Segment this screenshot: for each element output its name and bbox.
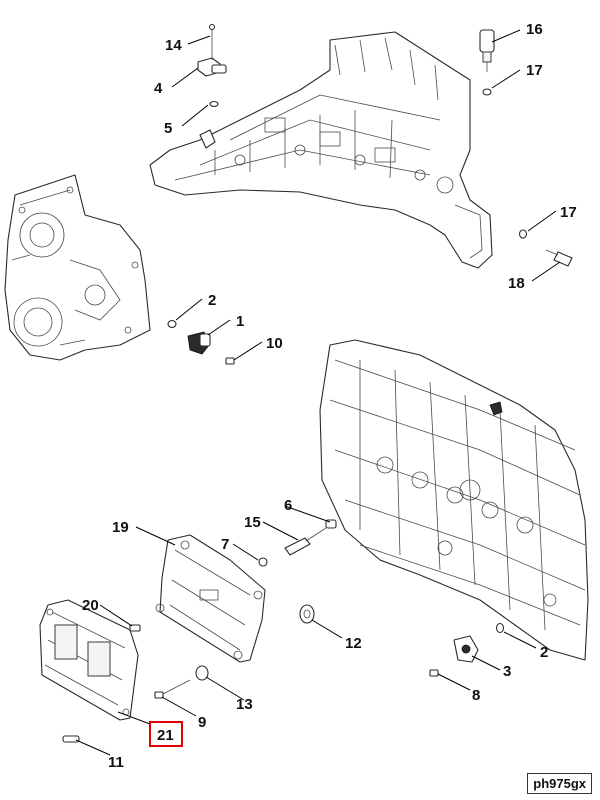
callout-4: 4 xyxy=(154,80,163,97)
seal-2-right xyxy=(495,622,505,634)
sensor-1 xyxy=(187,331,211,355)
callout-18: 18 xyxy=(508,275,525,292)
sensor-18 xyxy=(545,249,573,267)
callout-7: 7 xyxy=(221,536,229,553)
seal-17-top xyxy=(482,88,492,96)
seal-5 xyxy=(209,100,219,108)
callout-21[interactable]: 21 xyxy=(157,727,174,744)
sensor-4 xyxy=(197,23,227,77)
bolt-9 xyxy=(154,679,191,699)
callout-15: 15 xyxy=(244,514,261,531)
callout-2-right: 2 xyxy=(540,644,548,661)
callout-3: 3 xyxy=(503,663,511,680)
callout-8: 8 xyxy=(472,687,480,704)
engine-block xyxy=(319,339,589,661)
bracket-19 xyxy=(155,534,266,663)
callout-9: 9 xyxy=(198,714,206,731)
callout-5: 5 xyxy=(164,120,172,137)
callout-13: 13 xyxy=(236,696,253,713)
sensor-3 xyxy=(453,635,479,663)
callout-2-left: 2 xyxy=(208,292,216,309)
highlight-box xyxy=(149,721,183,747)
callout-10: 10 xyxy=(266,335,283,352)
sensor-head-mount xyxy=(199,129,216,149)
reference-code: ph975gx xyxy=(527,773,592,794)
isolator-13 xyxy=(195,665,209,681)
stud-20 xyxy=(129,624,141,632)
callout-19: 19 xyxy=(112,519,129,536)
callout-16: 16 xyxy=(526,21,543,38)
cylinder-head xyxy=(149,31,493,269)
bolt-8 xyxy=(429,669,439,677)
callout-14: 14 xyxy=(165,37,182,54)
seal-2-left xyxy=(167,319,177,329)
callout-20: 20 xyxy=(82,597,99,614)
callout-17-top: 17 xyxy=(526,62,543,79)
callout-12: 12 xyxy=(345,635,362,652)
fitting-6 xyxy=(325,519,337,529)
gear-housing xyxy=(4,174,151,361)
pipe-15 xyxy=(284,527,327,556)
plug-7 xyxy=(258,557,268,567)
leader-lines xyxy=(75,29,561,756)
callout-1: 1 xyxy=(236,313,244,330)
ecm-21 xyxy=(39,599,139,721)
callouts: 14 4 5 16 17 17 18 2 1 10 6 19 15 7 20 1… xyxy=(82,21,577,771)
spacer-12 xyxy=(299,604,315,624)
bolt-10 xyxy=(225,357,235,365)
sensor-16 xyxy=(479,29,495,72)
callout-6: 6 xyxy=(284,497,292,514)
seal-17-right xyxy=(518,229,528,239)
callout-11: 11 xyxy=(108,754,124,771)
stud-11 xyxy=(62,735,80,743)
callout-17-right: 17 xyxy=(560,204,577,221)
